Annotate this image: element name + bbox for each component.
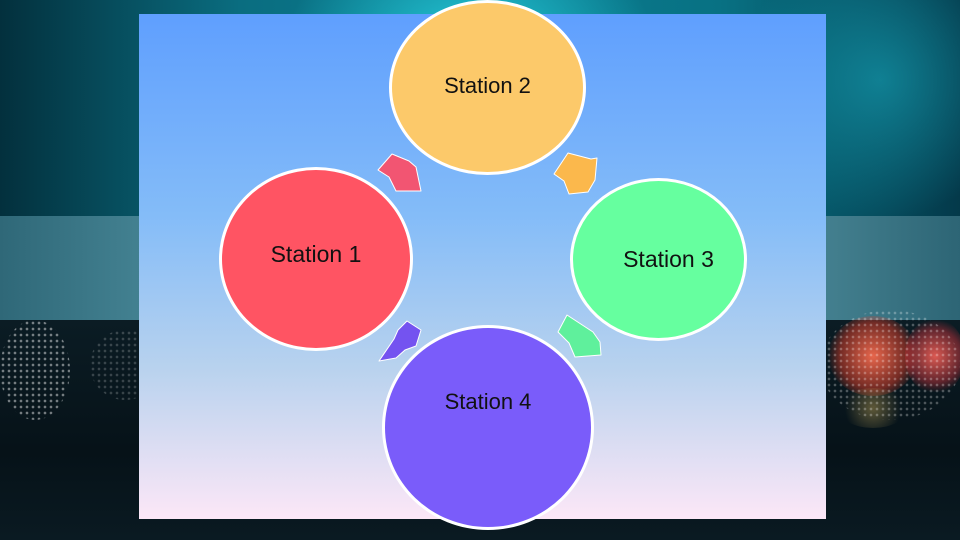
arrow-1-to-2-shape — [377, 153, 422, 192]
station-1-node: Station 1 — [219, 167, 413, 351]
bokeh-light-right-dots — [820, 310, 960, 420]
station-3-label: Station 3 — [623, 246, 714, 272]
station-4-label: Station 4 — [444, 388, 532, 414]
bokeh-light-right-red — [828, 316, 918, 396]
station-4-node: Station 4 — [382, 325, 594, 530]
arrow-3-to-4 — [555, 312, 605, 360]
arrow-2-to-3-shape — [553, 152, 598, 195]
arrow-1-to-2 — [376, 150, 426, 196]
station-2-node: Station 2 — [389, 0, 586, 175]
station-3-node: Station 3 — [570, 178, 747, 341]
arrow-3-to-4-shape — [557, 314, 602, 358]
station-1-label: Station 1 — [270, 240, 362, 267]
bokeh-light-right-red-2 — [905, 318, 960, 394]
arrow-4-to-1-shape — [378, 320, 422, 362]
arrow-4-to-1 — [376, 318, 426, 364]
bokeh-light-left — [0, 320, 70, 420]
bokeh-light-right-amber — [838, 388, 908, 428]
station-2-label: Station 2 — [444, 72, 531, 98]
arrow-2-to-3 — [549, 150, 599, 196]
